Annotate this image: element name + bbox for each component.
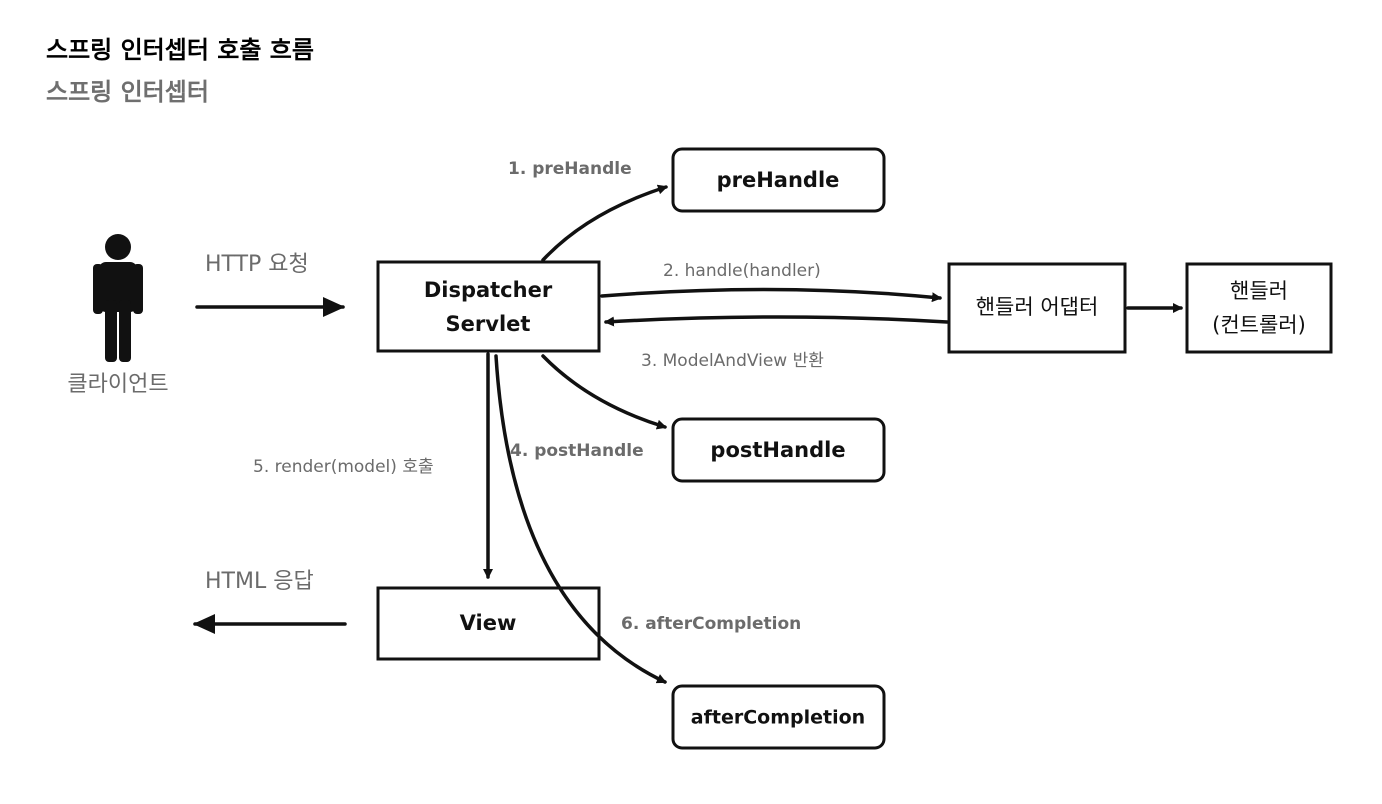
client-label: 클라이언트 <box>67 372 168 397</box>
after-completion-label: afterCompletion <box>691 707 865 729</box>
dispatcher-line2: Servlet <box>446 312 531 336</box>
page-title: 스프링 인터셉터 호출 흐름 <box>46 36 314 64</box>
handle-arrow <box>600 287 942 303</box>
prehandle-node: preHandle <box>671 147 886 213</box>
after-completion-node: afterCompletion <box>671 684 886 750</box>
prehandle-label: preHandle <box>717 168 840 192</box>
after-completion-arrow <box>494 354 667 684</box>
view-label: View <box>460 611 517 635</box>
handler-line1: 핸들러 <box>1230 279 1288 303</box>
step1-label: 1. preHandle <box>508 159 632 179</box>
view-node: View <box>376 586 601 661</box>
step5-label: 5. render(model) 호출 <box>253 457 434 477</box>
http-request-label: HTTP 요청 <box>205 252 309 277</box>
dispatcher-line1: Dispatcher <box>424 278 553 302</box>
posthandle-node: postHandle <box>671 417 886 483</box>
step2-label: 2. handle(handler) <box>663 261 821 281</box>
step6-label: 6. afterCompletion <box>621 614 801 634</box>
handler-adapter-node: 핸들러 어댑터 <box>947 262 1127 354</box>
html-response-label: HTML 응답 <box>205 569 314 594</box>
step4-label: 4. postHandle <box>510 441 644 461</box>
handler-adapter-label: 핸들러 어댑터 <box>976 295 1099 319</box>
posthandle-label: postHandle <box>710 438 845 462</box>
handler-node: 핸들러 (컨트롤러) <box>1185 262 1333 354</box>
handler-line2: (컨트롤러) <box>1212 313 1306 337</box>
page-subtitle: 스프링 인터셉터 <box>46 78 209 106</box>
dispatcher-servlet-node: Dispatcher Servlet <box>376 260 601 353</box>
step3-label: 3. ModelAndView 반환 <box>641 351 824 371</box>
posthandle-arrow <box>541 354 667 430</box>
prehandle-arrow <box>541 184 668 262</box>
model-and-view-arrow <box>604 315 949 327</box>
person-icon <box>93 234 143 362</box>
